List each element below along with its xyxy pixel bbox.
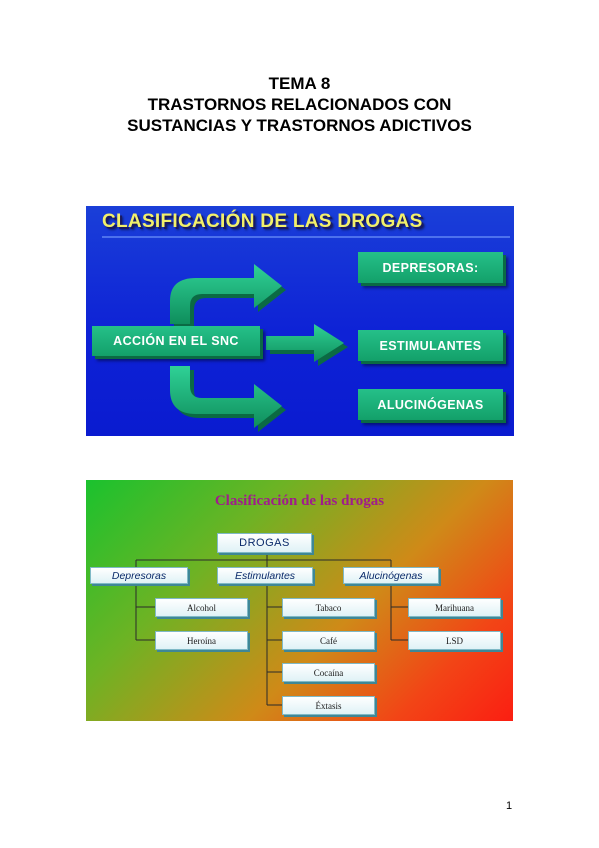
topic-number: TEMA 8: [268, 74, 331, 93]
slide1-title: CLASIFICACIÓN DE LAS DROGAS: [102, 211, 423, 232]
slide2-title: Clasificación de las drogas: [214, 493, 385, 509]
leaf-extasis: Éxtasis: [282, 696, 375, 715]
leaf-tabaco: Tabaco: [282, 598, 375, 617]
leaf-cocaina: Cocaína: [282, 663, 375, 682]
slide-drug-classification-snc: CLASIFICACIÓN DE LAS DROGAS ACCIÓN EN EL…: [86, 206, 514, 436]
tree-root-drogas: DROGAS: [217, 533, 312, 553]
source-box-accion-snc: ACCIÓN EN EL SNC: [92, 326, 260, 356]
topic-title-line-1: TRASTORNOS RELACIONADOS CON: [147, 95, 452, 114]
topic-title-line-2: SUSTANCIAS Y TRASTORNOS ADICTIVOS: [127, 116, 472, 135]
page-number: 1: [506, 800, 513, 812]
leaf-marihuana: Marihuana: [408, 598, 501, 617]
category-depresoras: Depresoras: [90, 567, 188, 584]
category-alucinogenas: Alucinógenas: [343, 567, 439, 584]
curved-arrow-down: [170, 366, 286, 432]
slide1-title-rule: [102, 236, 510, 238]
slide1-arrows: [170, 264, 348, 432]
tree-connectors: [135, 553, 408, 706]
straight-arrow-right: [266, 324, 348, 366]
document-header: TEMA 8 TRASTORNOS RELACIONADOS CON SUSTA…: [0, 73, 599, 136]
leaf-alcohol: Alcohol: [155, 598, 248, 617]
target-box-alucinogenas: ALUCINÓGENAS: [358, 389, 503, 420]
curved-arrow-up: [170, 264, 286, 328]
category-estimulantes: Estimulantes: [217, 567, 313, 584]
target-box-depresoras: DEPRESORAS:: [358, 252, 503, 283]
target-box-estimulantes: ESTIMULANTES: [358, 330, 503, 361]
leaf-heroina: Heroína: [155, 631, 248, 650]
leaf-lsd: LSD: [408, 631, 501, 650]
leaf-cafe: Café: [282, 631, 375, 650]
slide-drug-classification-tree: Clasificación de las drogas DROGAS Depre…: [86, 480, 513, 721]
